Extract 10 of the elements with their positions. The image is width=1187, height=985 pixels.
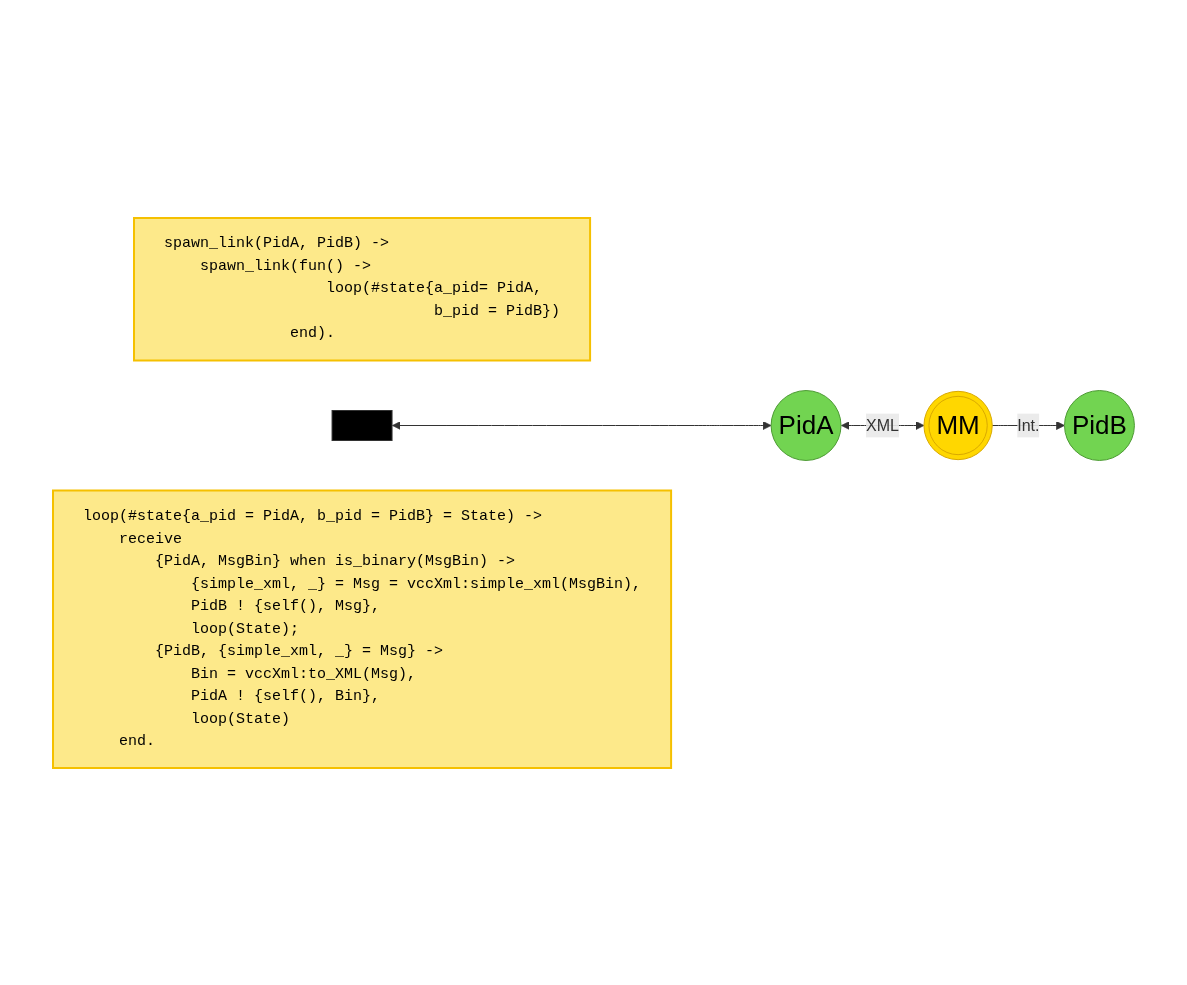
edge-label: Int. (1017, 416, 1040, 433)
arrow (991, 420, 1065, 430)
node-box: loop(#state{a_pid = PidA, b_pid = PidB} = State) -> receive {PidA, MsgBin} when is_binary(MsgBin) -> {simple_xml, _} = Msg = vccXml:simple_xml(MsgBin), PidB ! {self(), Msg}, loop(State); {PidB, {simple_xml, _} = Msg} -> Bin = vccXml:to_XML(Msg), PidA ! {self(), Bin}, loop(State) end. (51, 489, 672, 769)
node-circle: PidA (770, 389, 842, 461)
edge-label: XML (865, 416, 899, 433)
node-circle: PidB (1063, 389, 1135, 461)
arrow (391, 420, 772, 430)
node-circle: MM (923, 390, 993, 460)
node-box (331, 409, 393, 441)
node-box: spawn_link(PidA, PidB) -> spawn_link(fun() -> loop(#state{a_pid= PidA, b_pid = PidB}) end). (132, 216, 591, 361)
